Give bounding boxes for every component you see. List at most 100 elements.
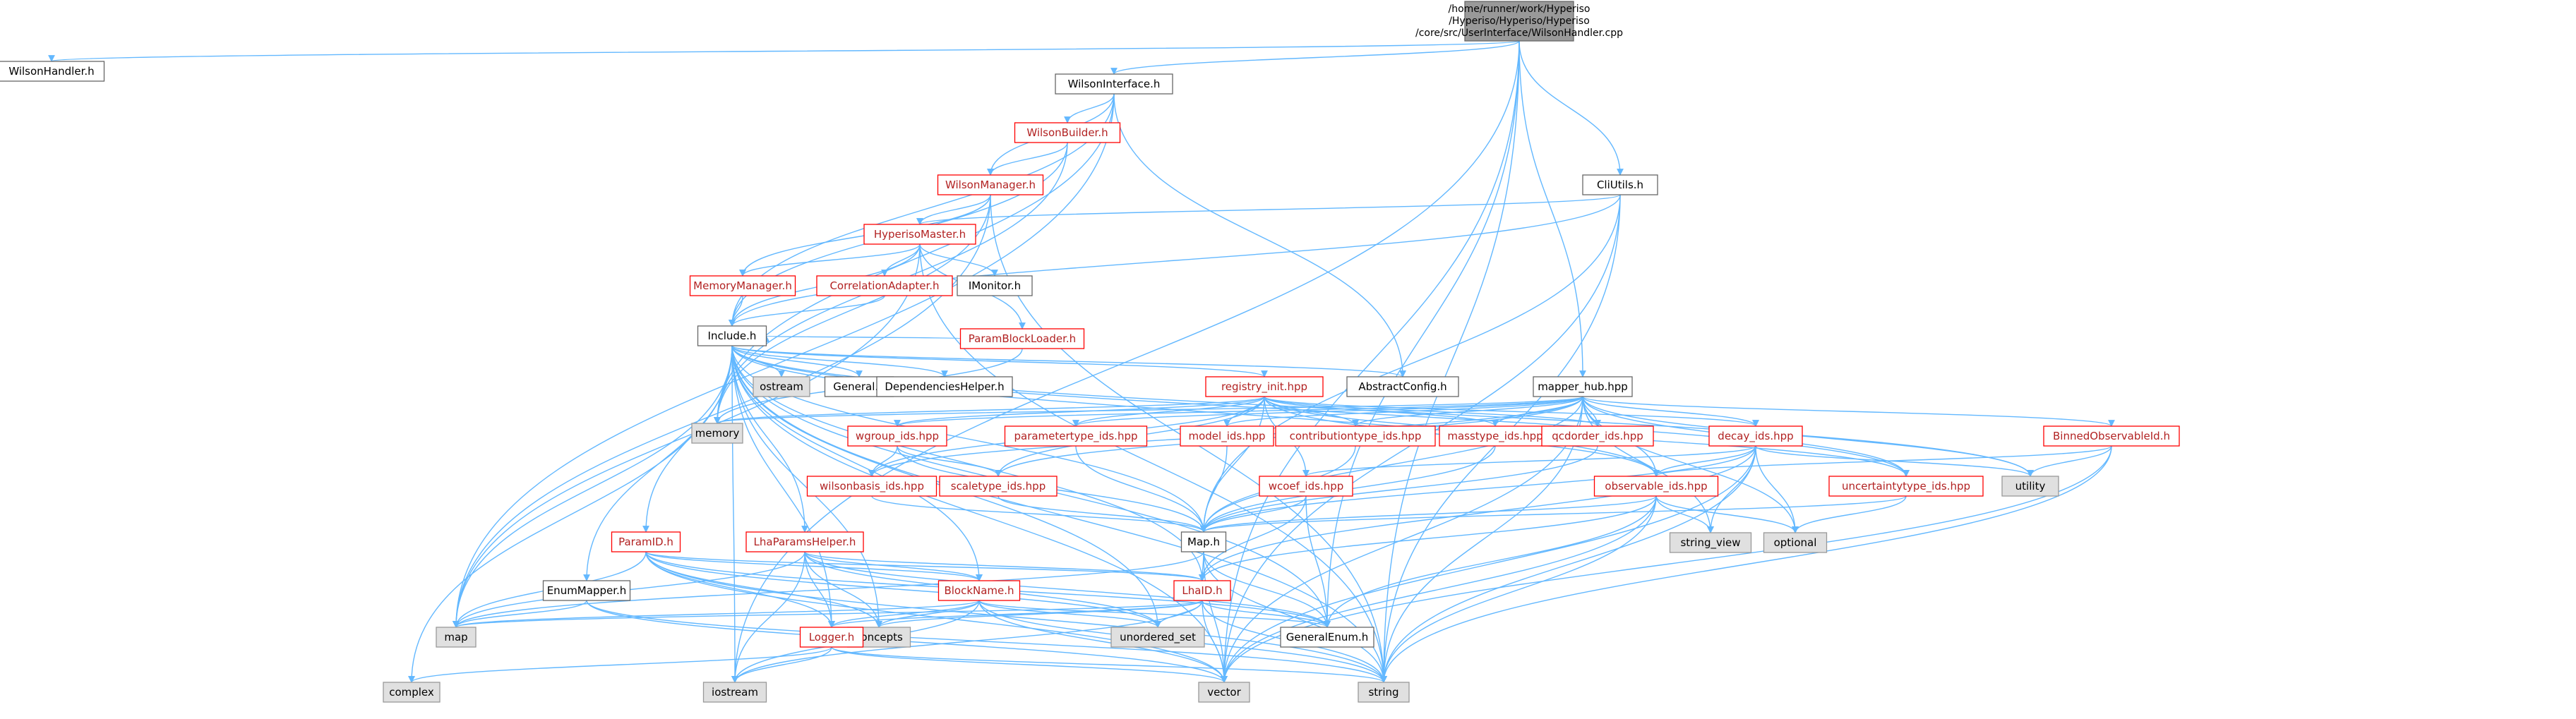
node-imon[interactable]: IMonitor.h	[957, 275, 1033, 296]
node-box	[1828, 476, 1984, 497]
edge-obs-to-optional	[1655, 495, 1799, 533]
node-lha[interactable]: LhaParamsHelper.h	[745, 531, 864, 552]
node-string: string	[1358, 682, 1410, 703]
edge-block-to-uset	[978, 600, 1161, 628]
node-box	[799, 627, 864, 648]
node-wi[interactable]: WilsonInterface.h	[1055, 73, 1173, 95]
node-ge[interactable]: GeneralEnum.h	[1280, 627, 1374, 648]
edge-em-to-map	[453, 600, 587, 628]
edge-lhaid-to-concepts	[875, 600, 1203, 628]
edge-block-to-ge	[978, 600, 1331, 628]
node-label: complex	[389, 686, 434, 699]
node-box	[1439, 425, 1552, 447]
node-box	[1004, 425, 1148, 447]
edge-paramid-to-lhaid	[645, 551, 1206, 581]
node-block[interactable]: BlockName.h	[937, 580, 1021, 601]
edge-logger-to-complex	[408, 646, 832, 683]
edge-cli-to-maph	[1200, 194, 1621, 533]
node-wh[interactable]: WilsonHandler.h	[0, 61, 105, 82]
node-wbasis[interactable]: wilsonbasis_ids.hpp	[806, 476, 937, 497]
node-label: optional	[1774, 536, 1817, 549]
node-unc[interactable]: uncertaintytype_ids.hpp	[1828, 476, 1984, 497]
node-box	[611, 531, 681, 552]
node-reg[interactable]: registry_init.hpp	[1205, 376, 1324, 397]
node-box	[1014, 122, 1121, 143]
node-pbl[interactable]: ParamBlockLoader.h	[959, 328, 1085, 349]
node-paramid[interactable]: ParamID.h	[611, 531, 681, 552]
node-bin[interactable]: BinnedObservableId.h	[2043, 425, 2180, 447]
node-optional: optional	[1763, 532, 1828, 553]
edge-mh-to-model	[1223, 396, 1583, 427]
node-label: EnumMapper.h	[547, 584, 627, 597]
node-wm[interactable]: WilsonManager.h	[937, 174, 1044, 195]
node-mm[interactable]: MemoryManager.h	[689, 275, 796, 296]
node-label: MemoryManager.h	[693, 279, 792, 292]
edge-wi-to-ac	[1113, 93, 1406, 377]
node-maph[interactable]: Map.h	[1180, 531, 1227, 552]
node-box	[1358, 682, 1410, 703]
node-label: WilsonInterface.h	[1068, 78, 1161, 90]
file-nodes: /home/runner/work/Hyperiso/Hyperiso/Hype…	[0, 1, 2180, 703]
node-box	[1110, 627, 1205, 648]
edge-obs-to-maph	[1200, 495, 1657, 533]
node-box	[806, 476, 937, 497]
node-wcoef[interactable]: wcoef_ids.hpp	[1259, 476, 1353, 497]
node-model[interactable]: model_ids.hpp	[1180, 425, 1274, 447]
node-wb[interactable]: WilsonBuilder.h	[1014, 122, 1121, 143]
node-box	[939, 476, 1058, 497]
edge-ca-to-inc	[729, 295, 885, 327]
node-box	[847, 425, 947, 447]
node-box	[876, 376, 1013, 397]
node-wgroup[interactable]: wgroup_ids.hpp	[847, 425, 947, 447]
edge-logger-to-vector	[831, 646, 1228, 683]
root-path-line: /home/runner/work/Hyperiso	[1449, 4, 1590, 15]
edge-inc-to-unc	[731, 345, 1910, 477]
node-label: Logger.h	[809, 631, 855, 644]
edge-maph-to-ge	[1203, 551, 1331, 628]
node-box	[1180, 531, 1227, 552]
node-mass[interactable]: masstype_ids.hpp	[1439, 425, 1552, 447]
edge-obs-to-sview	[1655, 495, 1714, 533]
edge-reg-to-memory	[714, 396, 1265, 424]
edge-inc-to-string	[731, 345, 1387, 683]
node-cli[interactable]: CliUtils.h	[1582, 174, 1658, 195]
edge-obs-to-vector	[1221, 495, 1657, 683]
node-inc[interactable]: Include.h	[697, 325, 767, 346]
node-general[interactable]: General.h	[824, 376, 894, 397]
node-hm[interactable]: HyperisoMaster.h	[863, 224, 976, 245]
node-qcd[interactable]: qcdorder_ids.hpp	[1541, 425, 1654, 447]
node-dep[interactable]: DependenciesHelper.h	[876, 376, 1013, 397]
edge-wcoef-to-ge	[1305, 495, 1331, 628]
node-box	[1464, 1, 1574, 42]
edge-inc-to-obs	[731, 345, 1660, 477]
node-mh[interactable]: mapper_hub.hpp	[1533, 376, 1633, 397]
node-ca[interactable]: CorrelationAdapter.h	[816, 275, 953, 296]
node-box	[937, 580, 1021, 601]
node-em[interactable]: EnumMapper.h	[542, 580, 631, 601]
node-logger[interactable]: Logger.h	[799, 627, 864, 648]
node-ptype[interactable]: parametertype_ids.hpp	[1004, 425, 1148, 447]
edge-wi-to-wb	[1064, 93, 1115, 123]
node-lhaid[interactable]: LhaID.h	[1173, 580, 1231, 601]
node-box	[1205, 376, 1324, 397]
node-label: ostream	[760, 380, 803, 393]
node-ctype[interactable]: contributiontype_ids.hpp	[1275, 425, 1436, 447]
node-decay[interactable]: decay_ids.hpp	[1708, 425, 1803, 447]
edge-mh-to-ctype	[1352, 396, 1583, 427]
node-label: Map.h	[1187, 536, 1220, 548]
edge-decay-to-string	[1380, 445, 1756, 683]
node-label: LhaID.h	[1182, 584, 1222, 597]
edge-inc-to-block	[731, 345, 983, 581]
edge-unc-to-maph	[1200, 495, 1907, 533]
node-box	[1346, 376, 1459, 397]
edge-paramid-to-concepts	[645, 551, 882, 628]
node-label: HyperisoMaster.h	[874, 228, 966, 241]
node-scale[interactable]: scaletype_ids.hpp	[939, 476, 1058, 497]
node-obs[interactable]: observable_ids.hpp	[1593, 476, 1719, 497]
node-box	[1259, 476, 1353, 497]
node-label: wcoef_ids.hpp	[1269, 480, 1344, 493]
edge-wgroup-to-scale	[897, 445, 1002, 477]
node-label: model_ids.hpp	[1188, 430, 1265, 443]
node-label: CliUtils.h	[1597, 179, 1643, 191]
node-ac[interactable]: AbstractConfig.h	[1346, 376, 1459, 397]
